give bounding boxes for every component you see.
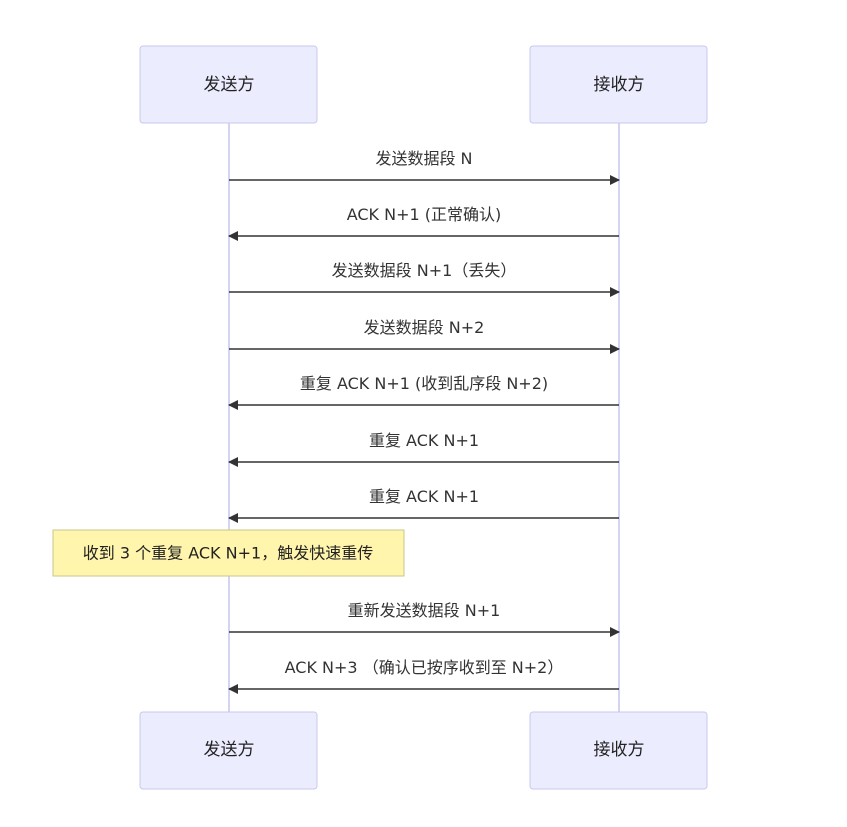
- fast-retransmit-note-text: 收到 3 个重复 ACK N+1，触发快速重传: [83, 544, 373, 563]
- message-1-label: 发送数据段 N: [375, 149, 472, 168]
- sender-actor-top: 发送方: [139, 45, 318, 124]
- message-4: 发送数据段 N+2: [229, 318, 620, 354]
- message-7-label: 重复 ACK N+1: [369, 487, 479, 506]
- sender-actor-bottom-label: 发送方: [204, 740, 255, 760]
- receiver-actor-bottom: 接收方: [529, 711, 708, 790]
- message-2: ACK N+1 (正常确认): [228, 205, 619, 241]
- message-2-label: ACK N+1 (正常确认): [347, 205, 502, 224]
- message-9: ACK N+3 （确认已按序收到至 N+2）: [228, 658, 619, 694]
- message-3: 发送数据段 N+1（丢失）: [229, 261, 620, 297]
- receiver-actor-top-label: 接收方: [594, 75, 645, 95]
- message-8-label: 重新发送数据段 N+1: [348, 601, 501, 620]
- message-5: 重复 ACK N+1 (收到乱序段 N+2): [228, 374, 619, 410]
- message-3-label: 发送数据段 N+1（丢失）: [332, 261, 517, 280]
- receiver-actor-top: 接收方: [529, 45, 708, 124]
- message-6: 重复 ACK N+1: [228, 431, 619, 467]
- fast-retransmit-note: 收到 3 个重复 ACK N+1，触发快速重传: [52, 529, 405, 577]
- receiver-actor-bottom-label: 接收方: [594, 740, 645, 760]
- message-7: 重复 ACK N+1: [228, 487, 619, 523]
- message-4-label: 发送数据段 N+2: [364, 318, 485, 337]
- message-9-label: ACK N+3 （确认已按序收到至 N+2）: [285, 658, 564, 677]
- message-6-label: 重复 ACK N+1: [369, 431, 479, 450]
- message-8: 重新发送数据段 N+1: [229, 601, 620, 637]
- message-1: 发送数据段 N: [229, 149, 620, 185]
- message-5-label: 重复 ACK N+1 (收到乱序段 N+2): [300, 374, 548, 393]
- sender-actor-top-label: 发送方: [204, 75, 255, 95]
- sender-actor-bottom: 发送方: [139, 711, 318, 790]
